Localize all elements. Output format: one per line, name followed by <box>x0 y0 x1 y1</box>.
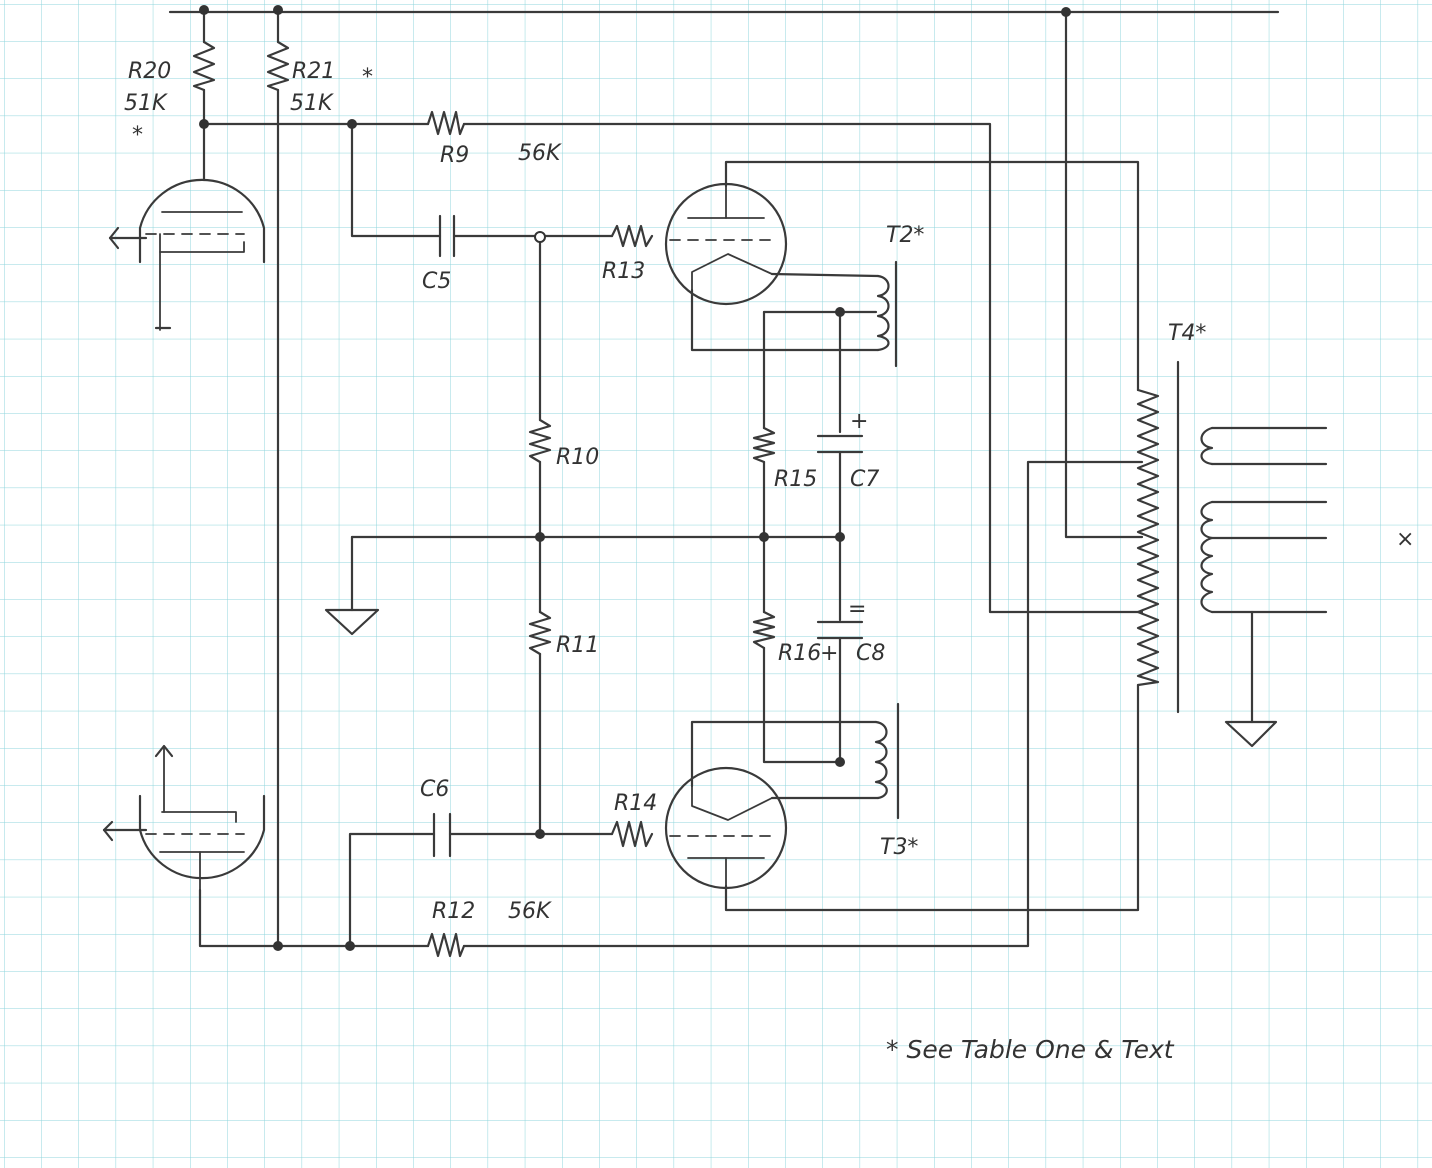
label-c6: C6 <box>420 777 449 802</box>
label-r9-value: 56K <box>518 141 562 166</box>
resistor-r16 <box>752 610 776 650</box>
capacitor-c5 <box>438 214 456 258</box>
label-r12: R12 <box>432 899 475 924</box>
capacitor-c6 <box>432 812 452 858</box>
label-r11: R11 <box>556 633 599 658</box>
wiring <box>168 10 1328 948</box>
resistor-r9 <box>426 110 466 136</box>
label-r15: R15 <box>774 467 817 492</box>
resistor-r13 <box>610 224 654 248</box>
label-t2: T2* <box>886 223 924 248</box>
label-r9: R9 <box>440 143 469 168</box>
transformer-t4 <box>1136 360 1214 714</box>
label-c8: C8 <box>856 641 885 666</box>
transformer-t2 <box>876 260 898 368</box>
label-r21: R21 <box>292 59 335 84</box>
transformer-t3 <box>874 702 900 820</box>
resistor-r10 <box>528 418 552 464</box>
label-r12-value: 56K <box>508 899 552 924</box>
label-c8-polarity-top: = <box>848 597 866 622</box>
label-t4: T4* <box>1168 321 1206 346</box>
label-r20: R20 <box>128 59 171 84</box>
component-labels: R20 51K * R21 * 51K R9 56K C5 R13 T2* T4… <box>124 59 1414 1064</box>
label-c5: C5 <box>422 269 451 294</box>
stray-mark: × <box>1396 527 1414 552</box>
tube-lower-left <box>102 744 266 891</box>
label-c8-polarity-bottom: + <box>820 641 838 666</box>
label-c7: C7 <box>850 467 879 492</box>
label-r13: R13 <box>602 259 645 284</box>
label-r21-value: 51K <box>290 91 334 116</box>
label-r10: R10 <box>556 445 599 470</box>
label-r21-mark: * <box>362 65 373 90</box>
label-r20-value: 51K <box>124 91 168 116</box>
ground-symbol-left <box>324 608 380 636</box>
resistor-r15 <box>752 426 776 464</box>
label-t3: T3* <box>880 835 918 860</box>
label-r16: R16 <box>778 641 821 666</box>
resistor-r21 <box>266 40 290 92</box>
ground-symbol-right <box>1224 720 1278 748</box>
resistor-r14 <box>610 820 654 848</box>
capacitor-c7 <box>816 434 864 454</box>
tube-upper-right <box>664 182 788 306</box>
resistor-r20 <box>192 40 216 92</box>
footnote: * See Table One & Text <box>886 1035 1175 1064</box>
label-r14: R14 <box>614 791 657 816</box>
label-c7-polarity: + <box>850 409 868 434</box>
label-r20-mark: * <box>132 123 143 148</box>
tube-lower-right <box>664 766 788 890</box>
resistor-r11 <box>528 610 552 656</box>
capacitor-c8 <box>816 620 864 640</box>
resistor-r12 <box>426 932 466 958</box>
junction-dots <box>199 5 1071 951</box>
tube-upper-left <box>108 178 266 331</box>
